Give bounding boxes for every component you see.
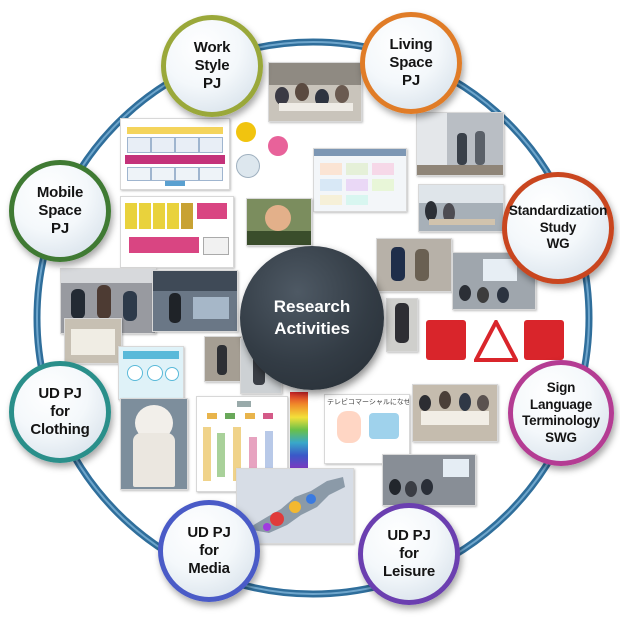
photo-exhibition (204, 336, 242, 382)
photo-screen-software (313, 148, 407, 212)
photo-living-room (416, 112, 504, 176)
photo-sign-language-meeting (412, 384, 498, 442)
node-mobile-space-pj: Mobile Space PJ (9, 160, 111, 262)
photo-bus-stop (152, 270, 238, 332)
heart-badge-icon (268, 136, 288, 156)
photo-hooded-jacket (120, 398, 188, 490)
node-ud-pj-for-media: UD PJ for Media (158, 500, 260, 602)
node-standardization-study-wg: Standardization Study WG (502, 172, 614, 284)
lifestyle-icons (228, 118, 268, 188)
node-sign-language-terminology-swg: Sign Language Terminology SWG (508, 360, 614, 466)
warning-pictograms (426, 320, 568, 366)
photo-standardization-1 (376, 238, 452, 292)
node-label: UD PJ for Media (187, 524, 231, 577)
photo-map-reading (64, 318, 122, 364)
node-label: UD PJ for Clothing (30, 385, 90, 438)
photo-clothing-leaflet (118, 346, 184, 400)
node-label: Work Style PJ (193, 39, 231, 92)
node-label: Mobile Space PJ (36, 184, 84, 237)
photo-tv-captions: テレビコマーシャルになぜ字幕を (324, 394, 410, 464)
photo-leisure-seminar (382, 454, 476, 506)
node-label: Standardization Study WG (508, 203, 608, 252)
node-work-style-pj: Work Style PJ (161, 15, 263, 117)
node-label: Living Space PJ (389, 36, 433, 89)
center-research-activities: Research Activities (240, 246, 384, 390)
node-living-space-pj: Living Space PJ (360, 12, 462, 114)
node-label: UD PJ for Leisure (383, 527, 435, 580)
photo-mobile-slide (120, 196, 234, 268)
photo-presenter (386, 298, 418, 352)
photo-animation-still (246, 198, 312, 246)
color-scale-bar (290, 392, 308, 468)
center-label: Research Activities (273, 297, 351, 338)
node-ud-pj-for-clothing: UD PJ for Clothing (9, 361, 111, 463)
tv-caption-text: テレビコマーシャルになぜ字幕を (327, 399, 409, 406)
photo-workstyle-slide (120, 118, 230, 190)
photo-living-meeting (418, 184, 504, 232)
node-ud-pj-for-leisure: UD PJ for Leisure (358, 503, 460, 605)
photo-workstyle-meeting (268, 62, 362, 122)
photo-media-flowchart (196, 396, 288, 492)
node-label: Sign Language Terminology SWG (522, 380, 600, 445)
photo-weather-radar-map (236, 468, 354, 544)
